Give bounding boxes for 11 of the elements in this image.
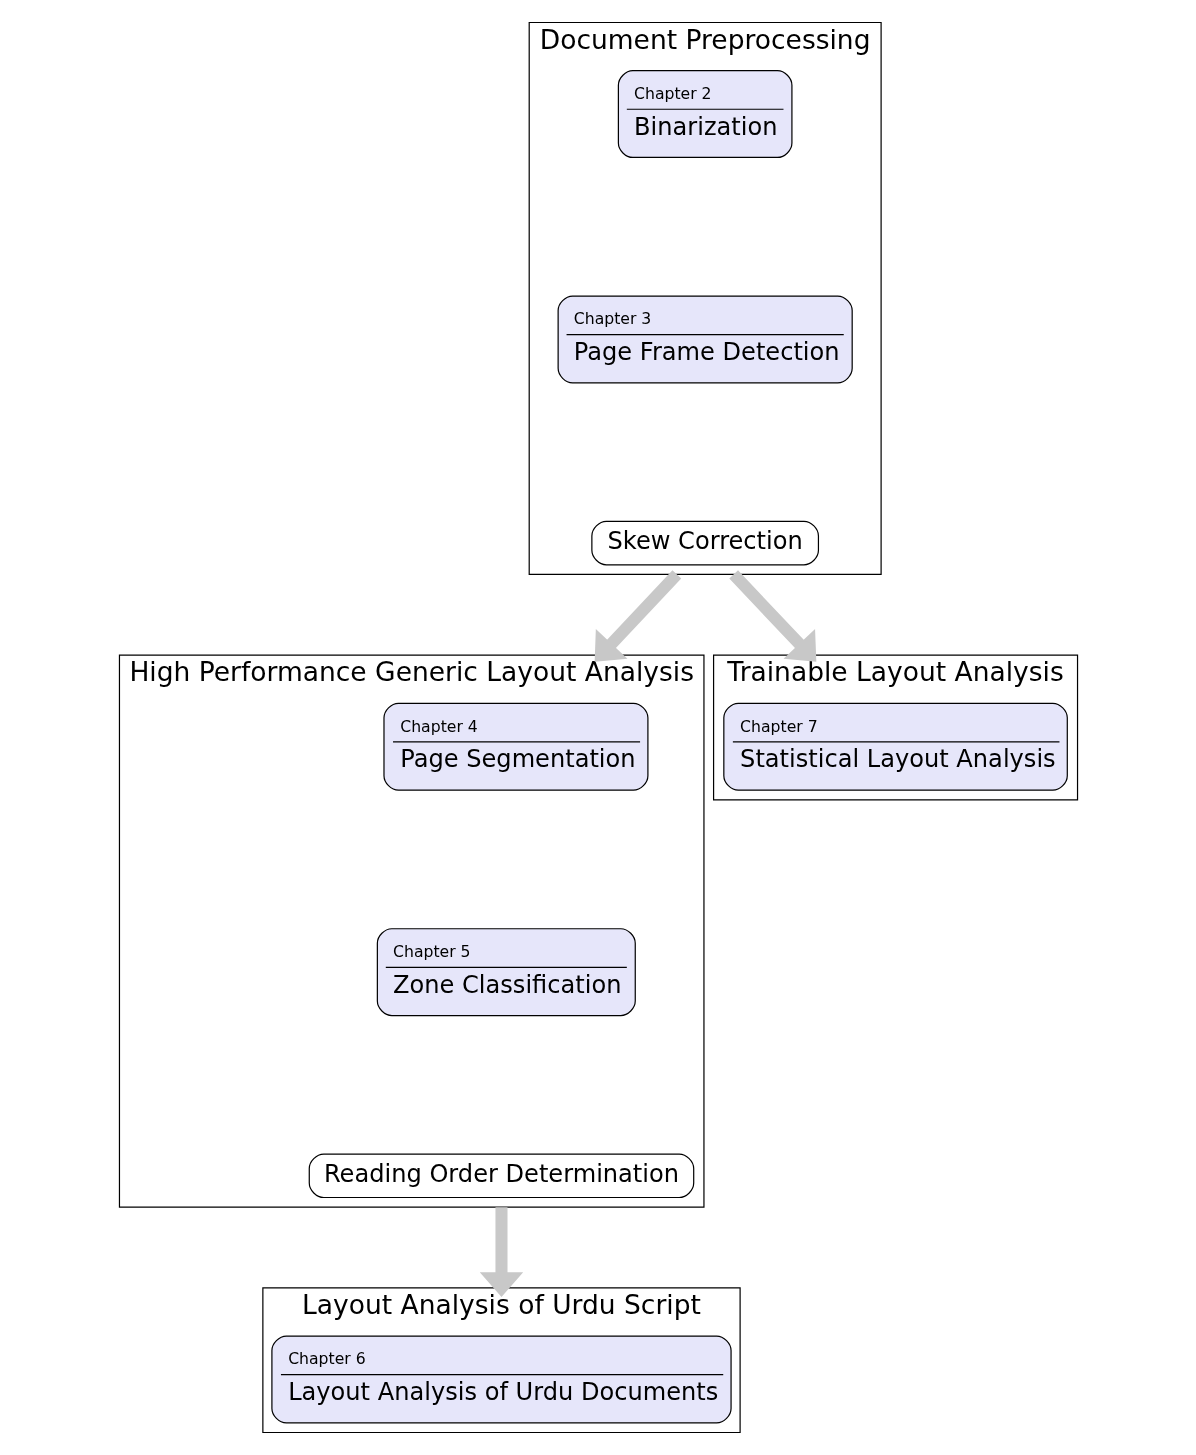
arrow [479,1207,523,1298]
node-box: Chapter 4 Page Segmentation [382,702,648,791]
node-box: Chapter 7 Statistical Layout Analysis [722,702,1068,791]
node-box: Chapter 3 Page Frame Detection [557,295,853,384]
node-box: Reading Order Determination [308,1153,694,1199]
arrow [728,570,816,662]
node-box: Chapter 6 Layout Analysis of Urdu Documents [270,1335,732,1424]
node-box: Chapter 5 Zone Classification [376,928,636,1017]
node-box: Chapter 2 Binarization [617,70,793,159]
arrow [594,570,681,662]
node-box: Skew Correction [590,520,819,566]
